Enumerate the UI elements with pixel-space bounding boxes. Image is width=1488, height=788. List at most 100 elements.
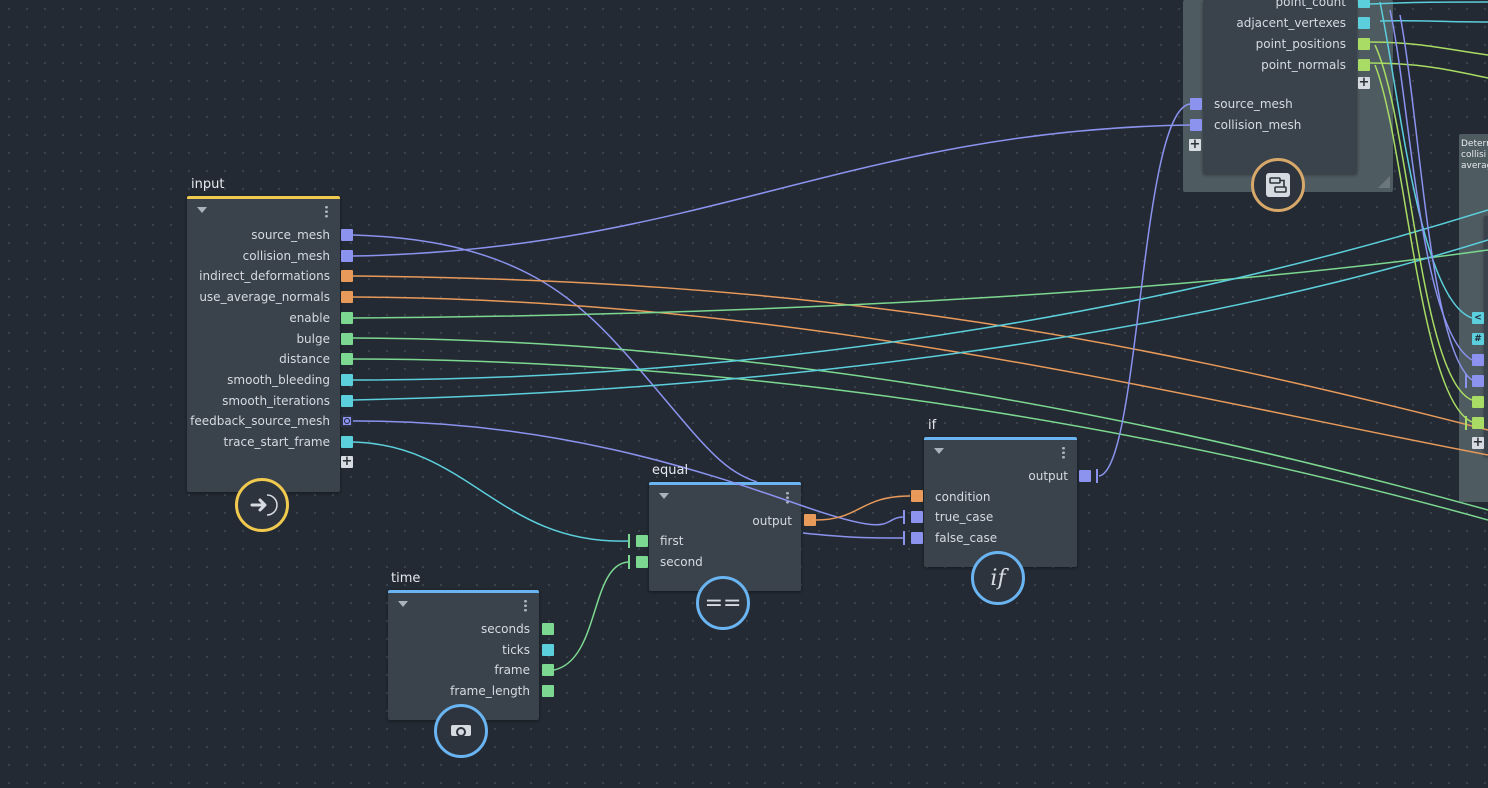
port-label-frame: frame: [494, 663, 530, 678]
if-output-label: output: [1028, 469, 1068, 483]
port-smooth-iterations[interactable]: [341, 394, 353, 407]
node-menu-icon[interactable]: [786, 491, 789, 504]
port-feedback-source-mesh[interactable]: [341, 415, 353, 428]
if-badge-text: if: [990, 565, 1006, 591]
collapse-triangle-icon[interactable]: [398, 601, 408, 607]
collapse-triangle-icon[interactable]: [934, 448, 944, 454]
time-badge: [434, 704, 488, 758]
add-port-button[interactable]: +: [341, 454, 353, 469]
node-menu-icon[interactable]: [1062, 446, 1065, 459]
port-collision-mesh[interactable]: [341, 249, 353, 262]
port-distance[interactable]: [341, 353, 353, 366]
true-case-bar: [903, 510, 905, 524]
far-right-add-button[interactable]: +: [1472, 435, 1484, 450]
compound-source-mesh-port[interactable]: [1190, 98, 1202, 110]
port-trace-start-frame[interactable]: [341, 436, 353, 448]
output-port-point-normals[interactable]: [1358, 59, 1370, 71]
port-bulge[interactable]: [341, 332, 353, 345]
port-label-seconds: seconds: [480, 622, 530, 636]
far-right-port-5[interactable]: [1472, 396, 1484, 408]
collapse-triangle-icon[interactable]: [197, 207, 207, 213]
input-node-title[interactable]: input: [191, 177, 225, 192]
input-node[interactable]: [187, 196, 340, 492]
compound-icon: [1266, 173, 1290, 197]
port-label-smooth-bleeding: smooth_bleeding: [227, 372, 330, 387]
port-source-mesh[interactable]: [341, 229, 353, 241]
port-smooth-bleeding[interactable]: [341, 373, 353, 386]
equal-node-title[interactable]: equal: [652, 463, 689, 478]
port-frame[interactable]: [542, 664, 554, 677]
equal-output-label: output: [752, 514, 792, 528]
port-label-trace-start-frame: trace_start_frame: [223, 435, 330, 449]
port-label-enable: enable: [289, 310, 330, 325]
far-right-port-1[interactable]: <: [1472, 312, 1484, 324]
equal-badge: ==: [696, 576, 750, 630]
false-case-bar: [903, 531, 905, 545]
second-connector-bar: [628, 555, 630, 569]
wire-collision-mesh: [352, 124, 1191, 257]
add-input-button[interactable]: +: [1189, 137, 1201, 152]
if-node-title[interactable]: if: [928, 418, 937, 433]
if-output-port[interactable]: [1079, 470, 1091, 482]
wire-use-average-normals: [352, 296, 1488, 456]
arrow-in-icon: [250, 494, 278, 516]
equal-second-label: second: [660, 555, 703, 569]
time-node[interactable]: [388, 590, 539, 720]
port-use-average-normals[interactable]: [341, 291, 353, 304]
compound-node[interactable]: [1203, 0, 1357, 174]
port-ticks[interactable]: [542, 643, 554, 656]
add-output-button[interactable]: +: [1358, 75, 1370, 90]
if-true-case-port[interactable]: [911, 511, 923, 523]
port-enable[interactable]: [341, 311, 353, 324]
equal-second-port[interactable]: [636, 556, 648, 568]
if-false-case-port[interactable]: [911, 532, 923, 544]
node-menu-icon[interactable]: [524, 599, 527, 612]
output-label-point-positions: point_positions: [1255, 37, 1346, 51]
equal-output-port[interactable]: [804, 514, 816, 526]
far-right-port-4[interactable]: [1472, 375, 1484, 387]
if-condition-port[interactable]: [911, 490, 923, 502]
wire-frame-second: [553, 561, 629, 671]
compound-collision-mesh-label: collision_mesh: [1214, 118, 1302, 132]
wire-indirect-deformations: [352, 275, 1488, 431]
port-label-feedback-source-mesh: feedback_source_mesh: [190, 414, 330, 429]
output-label-adjacent-vertexes: adjacent_vertexes: [1236, 16, 1346, 30]
wire-equal-condition: [815, 495, 911, 521]
port-label-distance: distance: [279, 352, 330, 367]
port-frame-length[interactable]: [542, 685, 554, 698]
collapse-triangle-icon[interactable]: [659, 493, 669, 499]
port-label-ticks: ticks: [502, 642, 530, 657]
port-seconds[interactable]: [542, 623, 554, 635]
compound-badge: [1251, 158, 1305, 212]
far-right-bar-4: [1465, 374, 1467, 388]
far-right-bar-6: [1465, 416, 1467, 430]
wire-if-output: [1098, 103, 1191, 477]
port-label-use-average-normals: use_average_normals: [199, 290, 330, 305]
if-output-bar: [1096, 469, 1098, 483]
time-node-title[interactable]: time: [391, 571, 421, 586]
output-port-adjacent-vertexes[interactable]: [1358, 17, 1370, 29]
input-badge: [235, 478, 289, 532]
wire-adjacent-vertexes: [1379, 19, 1488, 23]
if-false-case-label: false_case: [935, 531, 998, 545]
far-right-node[interactable]: [1484, 216, 1488, 456]
resize-handle-icon[interactable]: [1376, 174, 1392, 190]
equal-first-port[interactable]: [636, 535, 648, 547]
compound-collision-mesh-port[interactable]: [1190, 119, 1202, 131]
if-condition-label: condition: [935, 490, 991, 504]
wire-smooth-iterations: [352, 239, 1488, 401]
wire-bulge: [352, 337, 1488, 511]
equal-first-label: first: [660, 534, 684, 548]
wire-source-mesh-equal: [352, 234, 758, 483]
far-right-port-6[interactable]: [1472, 417, 1484, 429]
port-label-smooth-iterations: smooth_iterations: [222, 393, 330, 408]
port-label-frame-length: frame_length: [450, 684, 530, 699]
output-port-point-positions[interactable]: [1358, 38, 1370, 50]
wire-feedback-source-mesh: [352, 420, 904, 526]
far-right-port-3[interactable]: [1472, 354, 1484, 366]
port-indirect-deformations[interactable]: [341, 270, 353, 283]
far-right-port-2[interactable]: #: [1472, 333, 1484, 345]
node-menu-icon[interactable]: [325, 205, 328, 218]
output-port-point-count[interactable]: [1358, 0, 1370, 8]
